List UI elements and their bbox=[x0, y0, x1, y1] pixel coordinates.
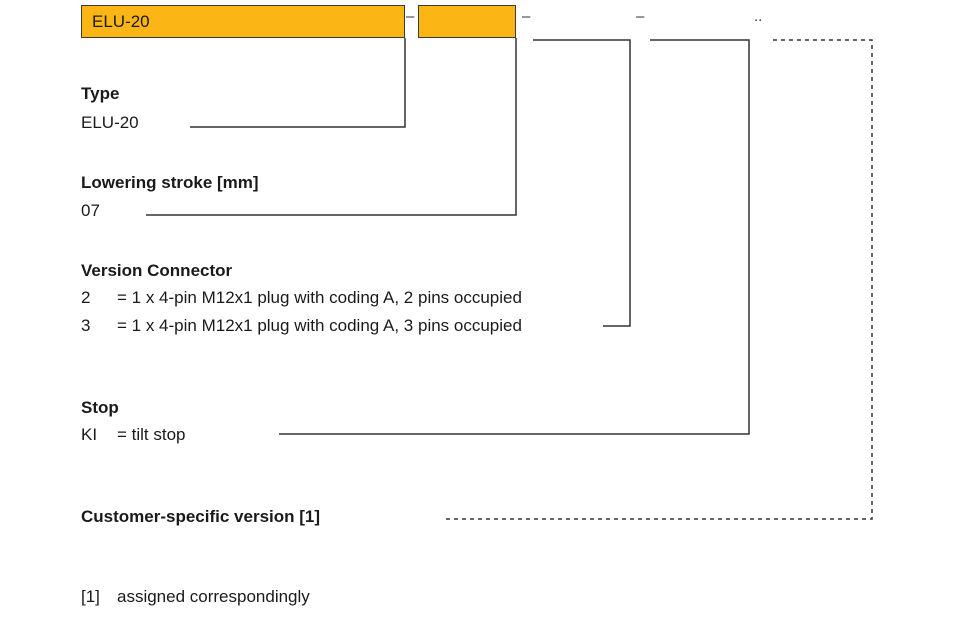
stop-option-code: KI bbox=[81, 425, 98, 444]
separator-dash: – bbox=[636, 8, 645, 25]
footnote-text: assigned correspondingly bbox=[117, 587, 310, 606]
stroke-value: 07 bbox=[81, 201, 100, 220]
connector-option-text: = 1 x 4-pin M12x1 plug with coding A, 3 … bbox=[117, 316, 522, 335]
stop-option: KI = tilt stop bbox=[81, 425, 186, 445]
connector-leader-line bbox=[533, 39, 631, 327]
connector-option: 3 = 1 x 4-pin M12x1 plug with coding A, 3… bbox=[81, 316, 522, 336]
footnote: [1] assigned correspondingly bbox=[81, 587, 310, 607]
connector-heading: Version Connector bbox=[81, 261, 233, 280]
type-value: ELU-20 bbox=[81, 113, 139, 132]
separator-dash: – bbox=[406, 8, 415, 25]
stop-option-text: = tilt stop bbox=[117, 425, 186, 444]
stroke-heading: Lowering stroke [mm] bbox=[81, 173, 259, 192]
connector-option-code: 2 bbox=[81, 288, 91, 307]
type-code-box: ELU-20 bbox=[81, 5, 405, 38]
customer-heading: Customer-specific version [1] bbox=[81, 507, 321, 526]
connector-option-text: = 1 x 4-pin M12x1 plug with coding A, 2 … bbox=[117, 288, 522, 307]
stop-heading: Stop bbox=[81, 398, 119, 417]
connector-option: 2 = 1 x 4-pin M12x1 plug with coding A, 2… bbox=[81, 288, 522, 308]
stroke-code-box bbox=[418, 5, 516, 38]
separator-dots: .. bbox=[754, 8, 763, 25]
customer-leader-line bbox=[443, 39, 873, 520]
type-code-value: ELU-20 bbox=[92, 12, 150, 31]
connector-option-code: 3 bbox=[81, 316, 91, 335]
footnote-mark: [1] bbox=[81, 587, 100, 606]
stop-leader-line bbox=[279, 39, 750, 435]
separator-dash: – bbox=[522, 8, 531, 25]
stroke-leader-line bbox=[146, 38, 517, 216]
type-leader-line bbox=[190, 38, 406, 128]
type-heading: Type bbox=[81, 84, 120, 103]
